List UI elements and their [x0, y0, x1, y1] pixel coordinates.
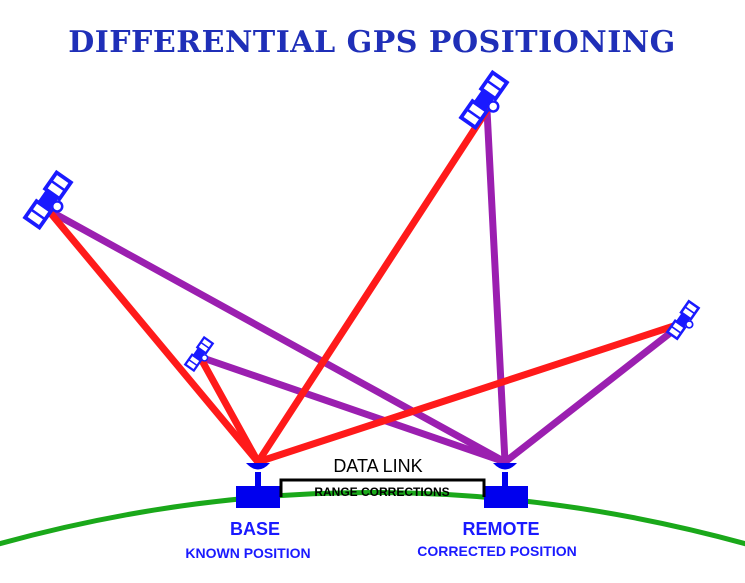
- remote-ray-sat-right: [501, 319, 687, 466]
- receiver-antenna-icon: [493, 463, 517, 470]
- base-ray-sat-left: [44, 206, 262, 466]
- base-ray-sat-small: [196, 353, 262, 466]
- remote-rays: [44, 106, 687, 466]
- receiver-antenna-icon: [246, 463, 270, 470]
- satellite-icon: [666, 299, 705, 343]
- base-station: [236, 463, 280, 508]
- base-ray-sat-right: [254, 319, 687, 466]
- base-rays: [44, 106, 687, 466]
- remote-ray-sat-small: [196, 353, 509, 466]
- data-link-bracket: [279, 478, 486, 497]
- base-ray-sat-top: [254, 106, 491, 466]
- remote-caption: CORRECTED POSITION: [417, 543, 576, 559]
- earth-surface: [0, 490, 745, 547]
- base-caption: KNOWN POSITION: [185, 545, 310, 561]
- remote-ray-sat-top: [483, 106, 509, 466]
- base-label: BASE: [230, 519, 280, 539]
- satellite-icon: [184, 336, 218, 375]
- data-link-label: DATA LINK: [333, 456, 422, 476]
- remote-station: [484, 463, 528, 508]
- remote-label: REMOTE: [462, 519, 539, 539]
- range-corrections-label: RANGE CORRECTIONS: [314, 485, 449, 499]
- page-title: DIFFERENTIAL GPS POSITIONING: [68, 25, 676, 60]
- remote-ray-sat-left: [44, 206, 509, 466]
